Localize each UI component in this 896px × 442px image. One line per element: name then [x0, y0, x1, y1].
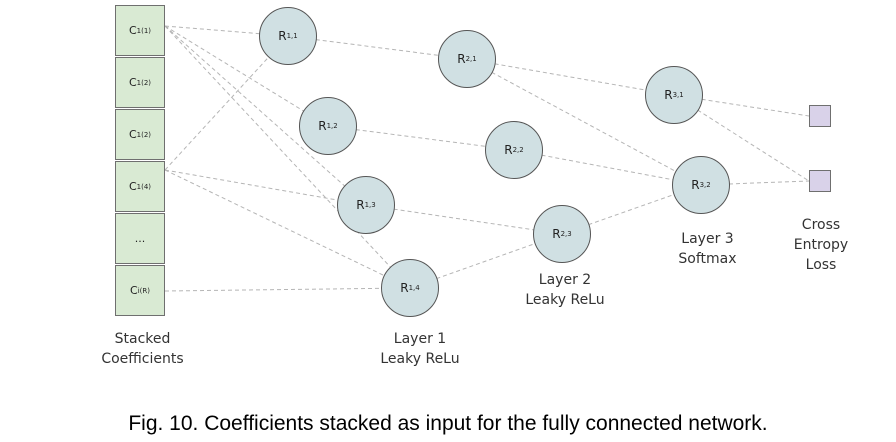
edge-r21-r32 [466, 58, 702, 186]
edge-c1-r14 [164, 25, 411, 289]
edge-c4-r13 [164, 169, 367, 206]
output-box-1 [809, 105, 831, 127]
edge-c4-r14 [164, 169, 411, 289]
layer2-label: Layer 2 Leaky ReLu [525, 272, 605, 308]
edge-r22-r32 [513, 149, 702, 186]
layer1-label: Layer 1 Leaky ReLu [380, 331, 460, 367]
edge-c1-r12 [164, 25, 329, 127]
edge-r31-o2 [673, 94, 810, 182]
input-label: Stacked Coefficients [101, 331, 184, 367]
edge-cR-r14 [164, 287, 411, 292]
edge-c4-r11 [164, 35, 289, 171]
edge-r21-r31 [466, 58, 675, 96]
figure-caption: Fig. 10. Coefficients stacked as input f… [128, 412, 768, 435]
edge-r13-r23 [365, 204, 563, 235]
edge-r11-r21 [287, 35, 468, 60]
edge-r12-r22 [327, 125, 515, 151]
output-box-2 [809, 170, 831, 192]
input-cell-ellipsis: ... [115, 213, 165, 264]
layer3-label: Layer 3 Softmax [678, 231, 737, 267]
edge-c1-r13 [164, 25, 367, 206]
loss-label: Cross Entropy Loss [793, 217, 849, 273]
